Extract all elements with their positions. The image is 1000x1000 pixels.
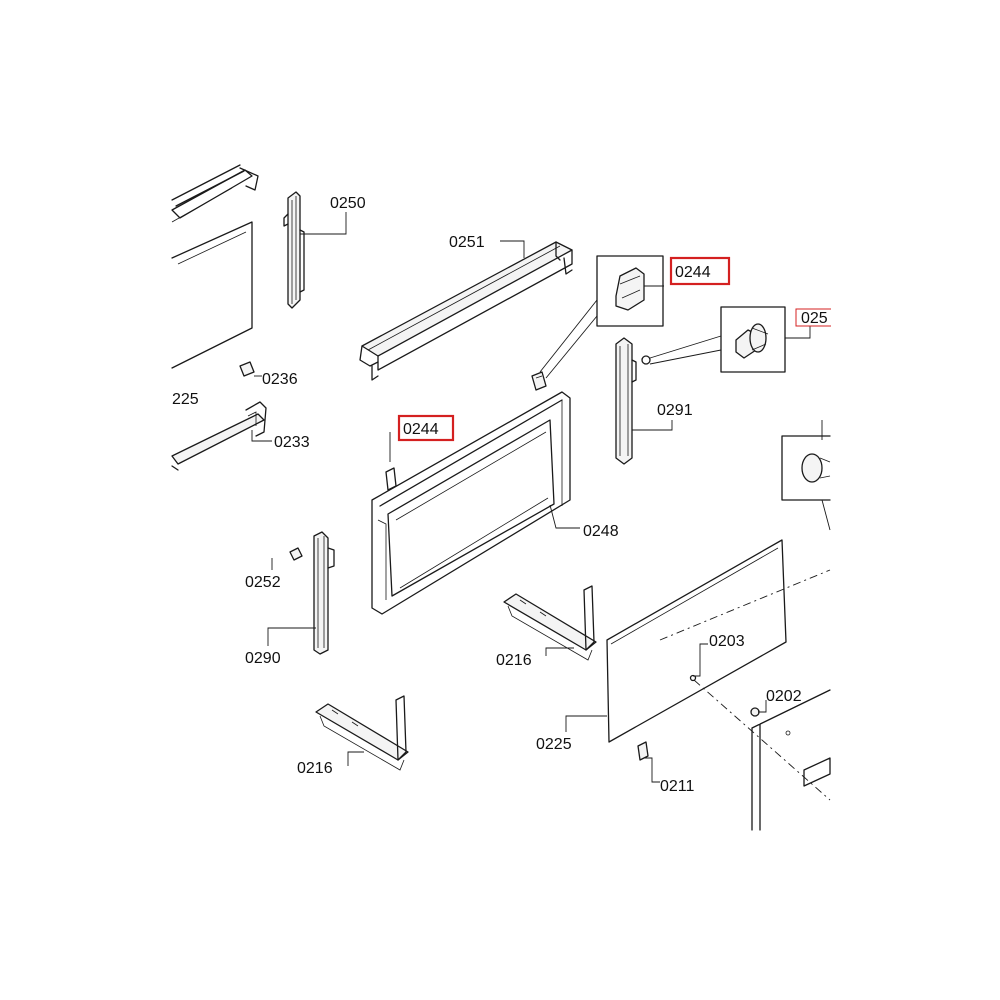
callout-0233: 0233 [274,434,310,451]
callout-0202: 0202 [766,688,802,705]
highlight-box-0244-top [669,256,731,286]
highlight-box-0244-mid [397,414,455,442]
callout-0225-left-partial: 225 [172,391,199,408]
callout-0203: 0203 [709,633,745,650]
callout-0216-right: 0216 [496,652,532,669]
callout-0244-mid: 0244 [403,421,439,438]
part-0211-clip [637,741,649,761]
callout-0225: 0225 [536,736,572,753]
callout-0211: 0211 [660,778,695,795]
part-0250-side-strip [283,191,305,309]
part-0248-door-frame [371,391,571,615]
detail-box-gear-bolt [649,306,786,373]
crop-mask-right [831,0,1000,1000]
callout-0250: 0250 [330,195,366,212]
left-background-assembly [171,164,259,369]
detail-box-right-cropped [781,420,831,531]
part-0225-glass-panel [606,539,787,743]
part-0233-bracket-rail [171,401,267,471]
detail-box-0244 [539,255,664,379]
callout-0236: 0236 [262,371,298,388]
part-0290-side-strip [313,531,335,655]
part-0236-pin [239,361,255,377]
callout-0291: 0291 [657,402,693,419]
part-0216-bracket-right [503,585,597,661]
callout-0252: 0252 [245,574,281,591]
callout-0251: 0251 [449,234,485,251]
callout-0216-left: 0216 [297,760,333,777]
part-0251-top-rail [359,241,573,381]
part-0216-bracket-left [315,695,409,771]
part-0244-clip-small [531,371,547,391]
part-0252-screw [289,547,303,561]
part-0291-hinge-strip [615,337,651,465]
callout-0244-top: 0244 [675,264,711,281]
callout-0248: 0248 [583,523,619,540]
callout-025-partial: 025 [801,310,828,327]
callout-0290: 0290 [245,650,281,667]
callout-leaders [251,212,811,783]
